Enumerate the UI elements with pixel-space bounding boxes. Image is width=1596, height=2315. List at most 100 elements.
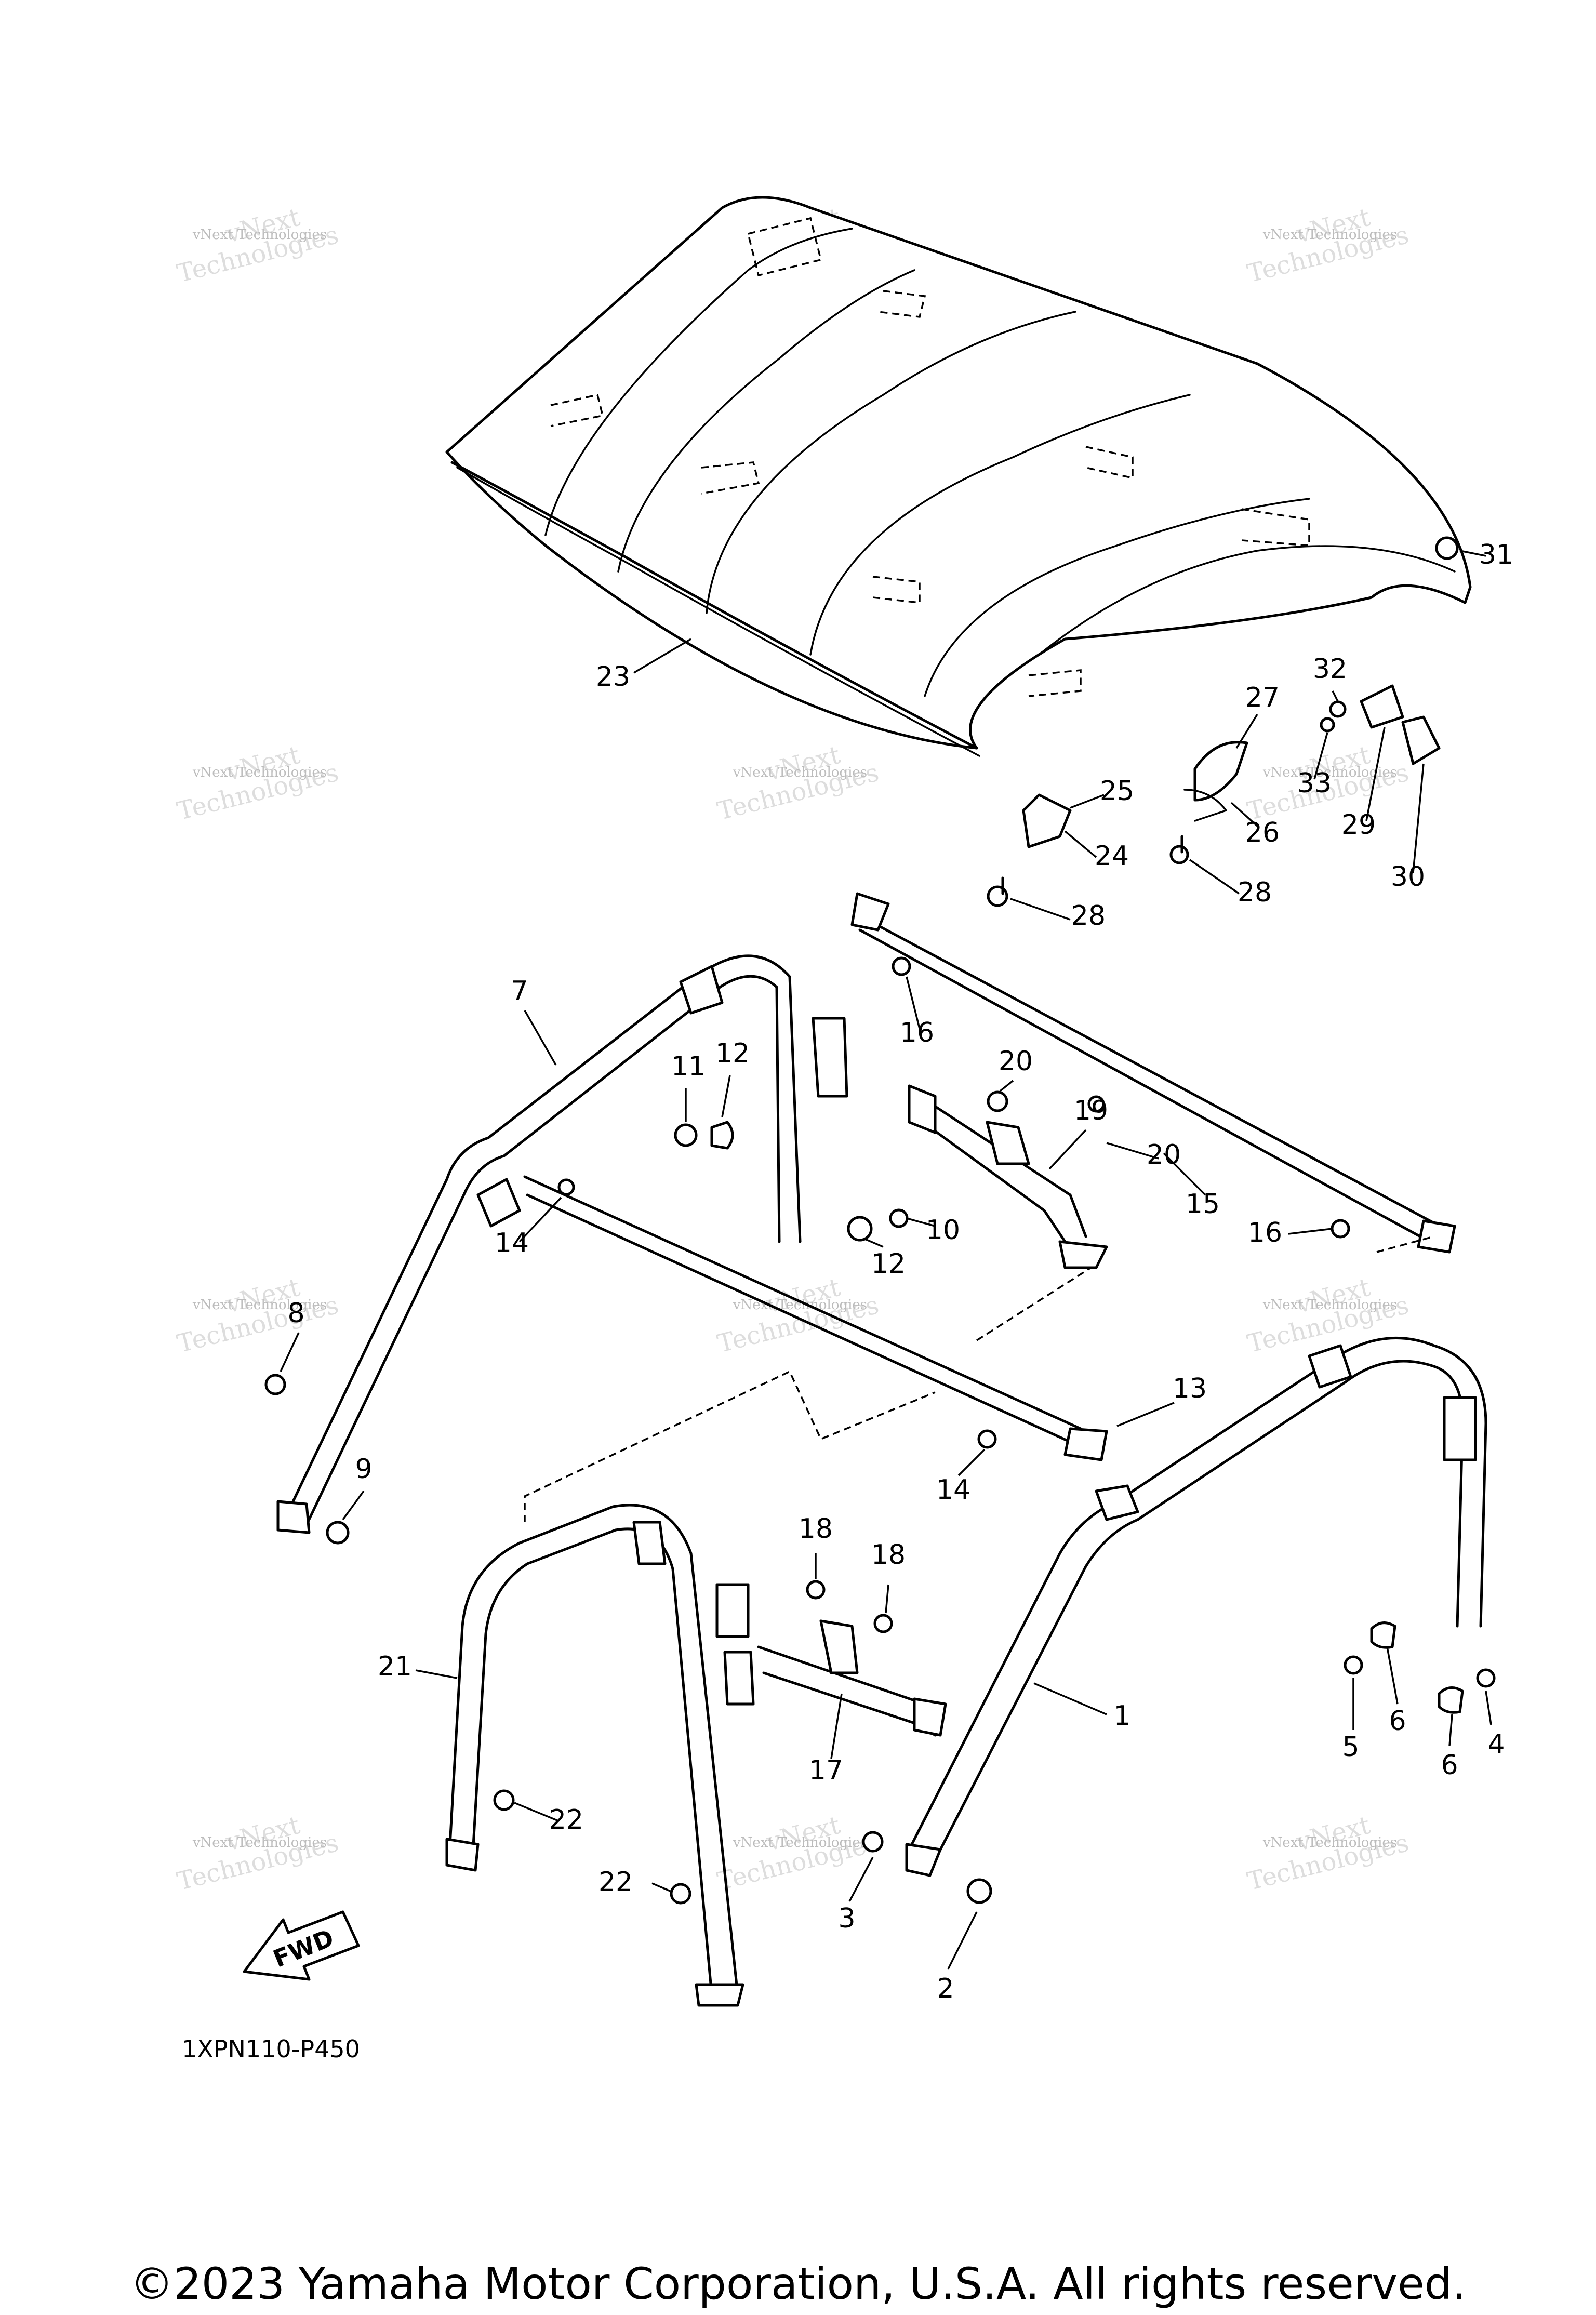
callout-16: 16: [1248, 1217, 1282, 1248]
leader-line: [633, 638, 691, 674]
leader-line: [514, 1802, 559, 1822]
watermark-line1: vNext Technologies: [192, 227, 327, 243]
leader-line: [1365, 727, 1386, 821]
leader-line: [1230, 802, 1258, 827]
callout-16: 16: [900, 1017, 934, 1048]
leader-line: [830, 1693, 843, 1759]
callout-11: 11: [671, 1051, 706, 1082]
callout-1: 1: [1113, 1700, 1130, 1732]
callout-28: 28: [1071, 900, 1106, 932]
callout-31: 31: [1479, 539, 1513, 570]
leader-line: [1448, 1714, 1453, 1746]
leader-line: [1485, 1691, 1492, 1725]
callout-30: 30: [1391, 861, 1425, 893]
rear-frame: [264, 892, 1456, 1545]
callout-10: 10: [926, 1215, 960, 1246]
watermark-line1: vNext Technologies: [192, 765, 327, 780]
leader-line: [1459, 550, 1486, 557]
callout-14: 14: [495, 1228, 529, 1259]
leader-line: [1163, 1152, 1206, 1196]
front-frame: [445, 1337, 1496, 2007]
callout-24: 24: [1095, 841, 1129, 872]
leader-line: [524, 1010, 557, 1066]
leader-line: [1412, 763, 1425, 873]
leader-line: [1189, 859, 1240, 895]
callout-12: 12: [715, 1038, 750, 1069]
watermark-line1: vNext Technologies: [1262, 1297, 1397, 1313]
watermark-line1: vNext Technologies: [192, 1835, 327, 1851]
leader-line: [885, 1584, 889, 1614]
callout-7: 7: [511, 976, 528, 1007]
callout-23: 23: [596, 661, 630, 693]
callout-6: 6: [1441, 1750, 1458, 1781]
leader-line: [1048, 1129, 1087, 1170]
leader-line: [1064, 830, 1097, 858]
watermark-line1: vNext Technologies: [1262, 1835, 1397, 1851]
leader-line: [1235, 714, 1258, 749]
diagram-code: 1XPN110-P450: [182, 2035, 360, 2063]
leader-line: [1010, 898, 1071, 921]
leader-line: [864, 1238, 884, 1248]
leader-line: [1033, 1682, 1107, 1715]
callout-27: 27: [1245, 682, 1280, 713]
watermark-line1: vNext Technologies: [1262, 227, 1397, 243]
leader-line: [999, 1080, 1014, 1092]
callout-3: 3: [838, 1903, 855, 1934]
watermark-line1: vNext Technologies: [733, 1835, 867, 1851]
leader-line: [1288, 1228, 1333, 1235]
roof-panel: [445, 196, 1472, 757]
callout-22: 22: [549, 1804, 583, 1835]
watermark-line1: vNext Technologies: [733, 765, 867, 780]
leader-line: [957, 1448, 986, 1476]
copyright-notice: ©2023 Yamaha Motor Corporation, U.S.A. A…: [130, 2258, 1466, 2309]
leader-line: [415, 1669, 458, 1679]
callout-21: 21: [378, 1651, 412, 1682]
callout-18: 18: [871, 1539, 906, 1571]
forward-direction-arrow: FWD: [243, 1910, 360, 1981]
leader-line: [280, 1332, 300, 1372]
assembly-lines: [524, 1235, 1434, 1522]
roof-hardware: [987, 536, 1459, 907]
callout-18: 18: [799, 1513, 833, 1545]
leader-line: [342, 1490, 365, 1521]
callout-20: 20: [1147, 1139, 1181, 1170]
leader-line: [1106, 1142, 1159, 1160]
callout-32: 32: [1313, 654, 1347, 685]
callout-29: 29: [1341, 809, 1376, 841]
callout-8: 8: [287, 1298, 304, 1329]
callout-9: 9: [355, 1454, 372, 1485]
callout-5: 5: [1342, 1732, 1359, 1763]
callout-6: 6: [1389, 1706, 1406, 1737]
callout-33: 33: [1297, 768, 1332, 799]
leader-line: [518, 1196, 562, 1243]
callout-14: 14: [936, 1474, 970, 1506]
leader-line: [1332, 690, 1339, 702]
leader-line: [906, 976, 921, 1029]
leader-line: [1313, 732, 1328, 780]
leader-line: [1070, 794, 1105, 809]
callout-15: 15: [1186, 1189, 1220, 1220]
leader-line: [721, 1075, 731, 1117]
leader-line: [1386, 1646, 1399, 1705]
callout-25: 25: [1100, 776, 1134, 807]
callout-17: 17: [809, 1755, 843, 1786]
watermark-line1: vNext Technologies: [192, 1297, 327, 1313]
callout-20: 20: [999, 1046, 1033, 1077]
callout-13: 13: [1173, 1373, 1207, 1404]
leader-line: [947, 1911, 978, 1970]
callout-4: 4: [1487, 1729, 1505, 1760]
callout-2: 2: [937, 1973, 954, 2004]
callout-22: 22: [598, 1867, 633, 1898]
leader-line: [906, 1217, 936, 1227]
callout-28: 28: [1238, 877, 1272, 908]
